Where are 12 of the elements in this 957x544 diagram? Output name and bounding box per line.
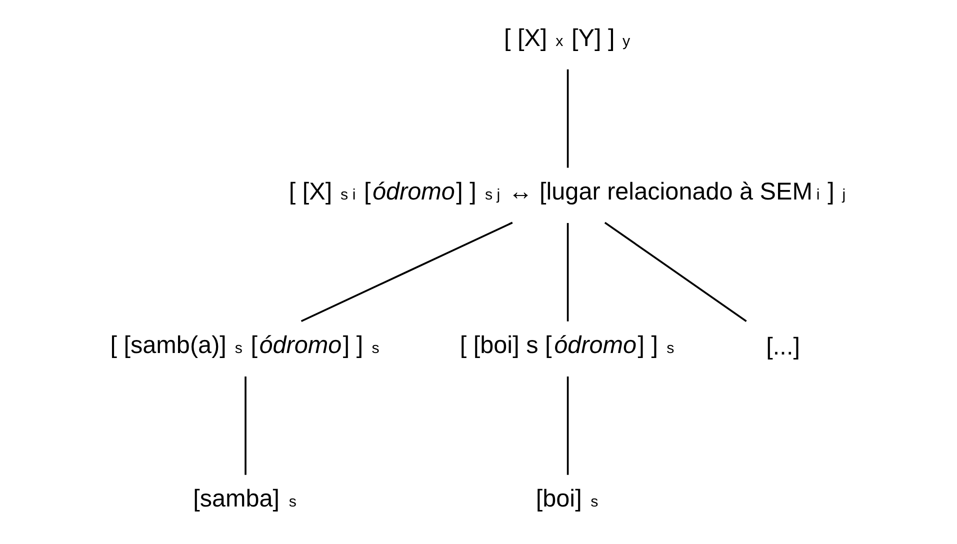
node-text: [ [X] x [Y] ] y (504, 24, 630, 52)
connector (566, 376, 569, 475)
connector (604, 222, 747, 322)
node-text: [ [boi] s [ódromo] ] s (460, 332, 674, 360)
connector (566, 222, 569, 322)
node-text: [boi] s (536, 486, 598, 513)
connector (244, 376, 246, 475)
connector (566, 69, 569, 168)
node-text: [...] (766, 334, 800, 361)
connector (300, 222, 513, 322)
node-text: [ [samb(a)] s [ódromo] ] s (110, 332, 380, 360)
node-text: [samba] s (193, 486, 296, 513)
